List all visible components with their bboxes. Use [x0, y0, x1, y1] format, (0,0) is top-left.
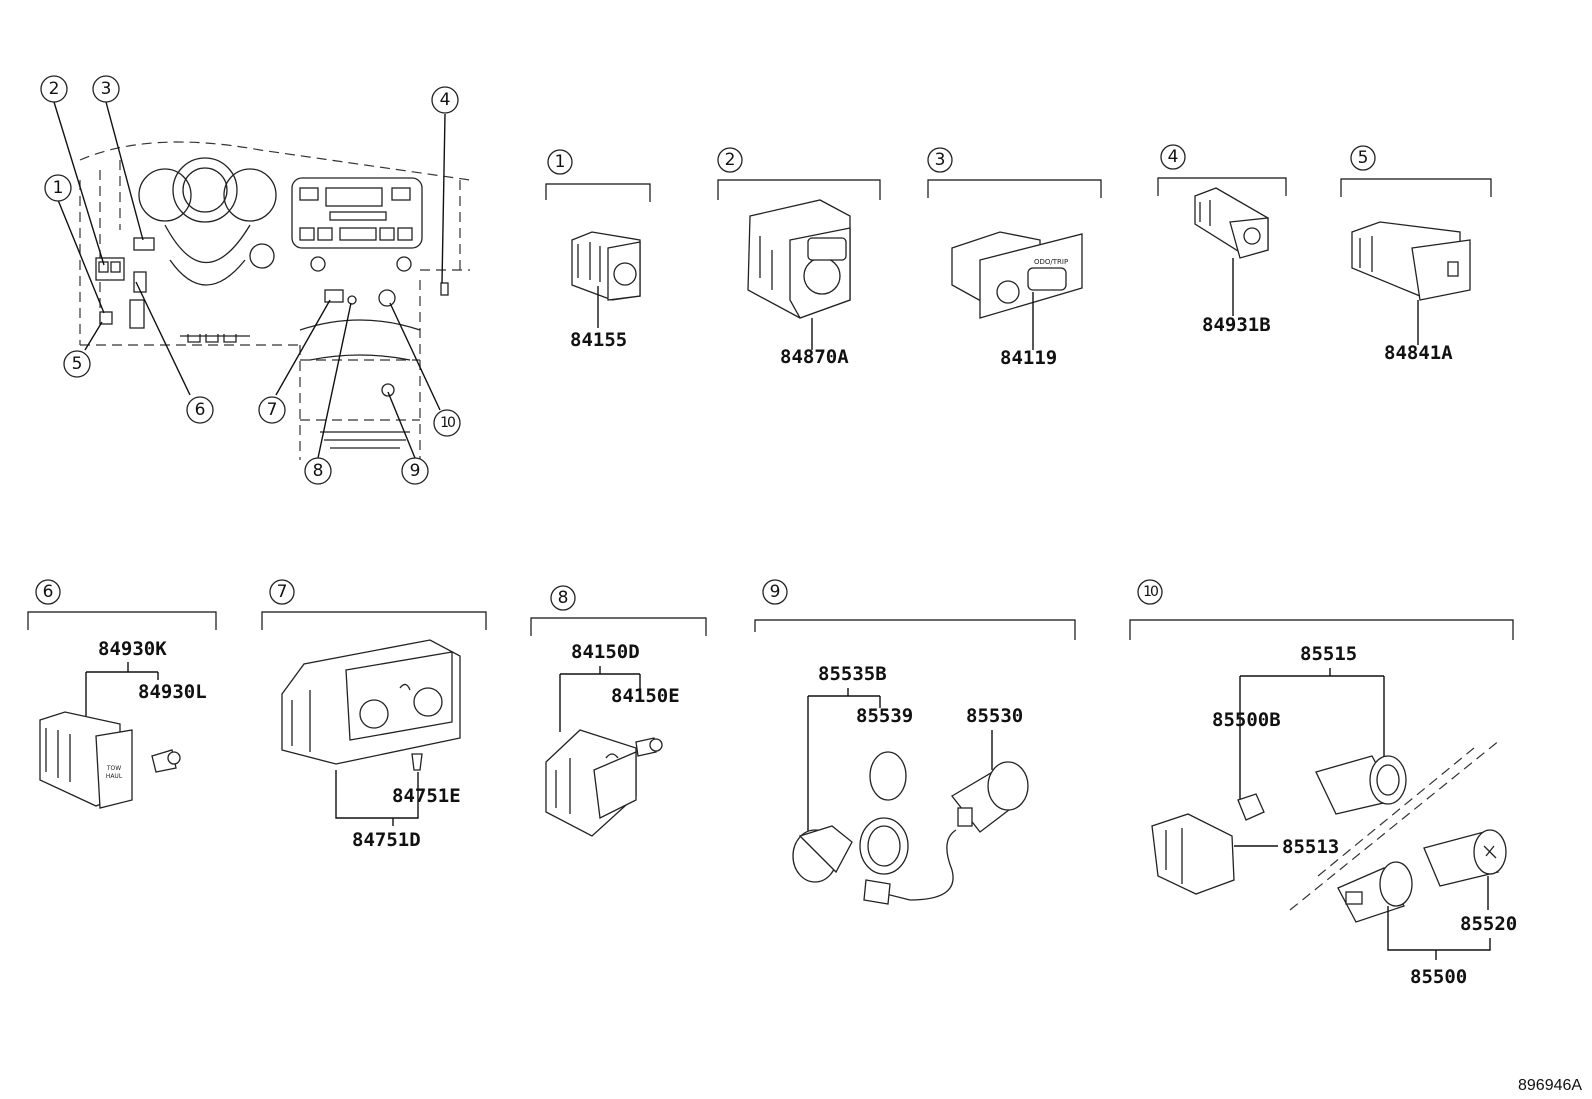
- switch-84931B-illustration: [1194, 187, 1269, 259]
- part-85535B: 85535B: [818, 663, 887, 685]
- overview-callout-9: 9: [401, 457, 429, 485]
- switch-84119-illustration: ODO/TRIP: [951, 231, 1083, 319]
- svg-text:8: 8: [313, 461, 324, 481]
- part-84155: 84155: [570, 329, 627, 351]
- group-3-callout: 3: [935, 150, 946, 170]
- group-9: 9 85535B 85539 85530: [754, 579, 1076, 905]
- part-84150E: 84150E: [611, 685, 680, 707]
- switch-84930K-illustration: TOW HAUL: [39, 711, 133, 809]
- overview-callout-10: 10: [433, 409, 461, 437]
- bulb-84150E-illustration: [635, 737, 663, 757]
- overview-callouts: 2 3 1 4 5 6 7 8 9 10: [40, 75, 461, 485]
- overview-callout-2: 2: [40, 75, 68, 103]
- cap-85539-illustration: [869, 751, 907, 801]
- overview-callout-1: 1: [44, 174, 72, 202]
- part-84870A: 84870A: [780, 346, 849, 368]
- group-1-bracket: [545, 183, 651, 202]
- group-8: 8 84150D 84150E: [530, 585, 707, 837]
- group-9-callout: 9: [770, 582, 781, 602]
- group-10-bracket: [1129, 619, 1514, 640]
- mirror-switch-84870A-illustration: [747, 199, 851, 319]
- part-85520: 85520: [1460, 913, 1517, 935]
- socket-85500B-illustration: [1237, 793, 1265, 821]
- bulb-84751E-illustration: [411, 753, 423, 771]
- part-84751E: 84751E: [392, 785, 461, 807]
- group-7-bracket: [261, 611, 487, 630]
- svg-text:5: 5: [72, 354, 83, 374]
- switch-84841A-illustration: [1351, 221, 1471, 301]
- socket-85530-illustration: [863, 761, 1029, 905]
- part-84841A: 84841A: [1384, 342, 1453, 364]
- group-2-bracket: [717, 179, 881, 200]
- group-4-bracket: [1157, 177, 1287, 196]
- group-6: 6 84930K 84930L TOW HAUL: [27, 579, 217, 809]
- group-1: 1 84155: [545, 149, 651, 351]
- part-85515: 85515: [1300, 643, 1357, 665]
- overview-callout-7: 7: [258, 396, 286, 424]
- group-7: 7 84751E 84751D: [261, 579, 487, 851]
- socket-85500-illustration: [1337, 861, 1413, 923]
- overview-callout-5: 5: [63, 350, 91, 378]
- overview-callout-6: 6: [186, 396, 214, 424]
- group-7-callout: 7: [277, 582, 288, 602]
- overview-callout-3: 3: [92, 75, 120, 103]
- svg-text:ODO/TRIP: ODO/TRIP: [1034, 258, 1068, 266]
- svg-text:HAUL: HAUL: [106, 773, 123, 780]
- heater-control-84751D-illustration: [281, 639, 461, 765]
- group-3-bracket: [927, 179, 1102, 198]
- group-10: 10 85515 85500B 85513: [1129, 579, 1517, 988]
- switch-84150D-illustration: [545, 729, 637, 837]
- part-84930L: 84930L: [138, 681, 207, 703]
- lighter-85520-illustration: [1423, 829, 1507, 887]
- part-84150D: 84150D: [571, 641, 640, 663]
- svg-text:9: 9: [410, 461, 421, 481]
- group-3: 3 ODO/TRIP 84119: [927, 147, 1102, 369]
- socket-85535B-illustration: [792, 817, 909, 883]
- group-4: 4 84931B: [1157, 144, 1287, 336]
- bulb-84930L-illustration: [151, 749, 181, 773]
- part-84751D: 84751D: [352, 829, 421, 851]
- group-2-callout: 2: [725, 150, 736, 170]
- svg-text:6: 6: [195, 400, 206, 420]
- dashboard-overview: [79, 141, 471, 470]
- part-84930K: 84930K: [98, 638, 167, 660]
- svg-text:4: 4: [440, 90, 451, 110]
- switch-84155-illustration: [571, 231, 641, 301]
- part-85500: 85500: [1410, 966, 1467, 988]
- group-10-callout: 10: [1143, 584, 1158, 600]
- group-8-callout: 8: [558, 588, 569, 608]
- part-85500B: 85500B: [1212, 709, 1281, 731]
- svg-text:1: 1: [53, 178, 64, 198]
- group-9-bracket: [754, 619, 1076, 640]
- diagram-reference-code: 896946A: [1518, 1077, 1582, 1094]
- svg-text:3: 3: [101, 79, 112, 99]
- holder-85513-illustration: [1151, 813, 1235, 895]
- part-84931B: 84931B: [1202, 314, 1271, 336]
- part-85539: 85539: [856, 705, 913, 727]
- overview-leader-lines: [53, 101, 446, 459]
- group-1-callout: 1: [555, 152, 566, 172]
- group-5-callout: 5: [1358, 148, 1369, 168]
- svg-text:TOW: TOW: [106, 765, 121, 772]
- group-6-bracket: [27, 611, 217, 630]
- group-4-callout: 4: [1168, 147, 1179, 167]
- group-6-callout: 6: [43, 582, 54, 602]
- group-5: 5 84841A: [1340, 145, 1492, 364]
- svg-text:2: 2: [49, 79, 60, 99]
- group-8-bracket: [530, 617, 707, 636]
- overview-callout-4: 4: [431, 86, 459, 114]
- group-5-bracket: [1340, 178, 1492, 197]
- svg-text:10: 10: [440, 415, 455, 431]
- socket-85515-illustration: [1315, 755, 1407, 815]
- part-84119: 84119: [1000, 347, 1057, 369]
- group-2: 2 84870A: [717, 147, 881, 368]
- part-85513: 85513: [1282, 836, 1339, 858]
- svg-text:7: 7: [267, 400, 278, 420]
- overview-callout-8: 8: [304, 457, 332, 485]
- part-85530: 85530: [966, 705, 1023, 727]
